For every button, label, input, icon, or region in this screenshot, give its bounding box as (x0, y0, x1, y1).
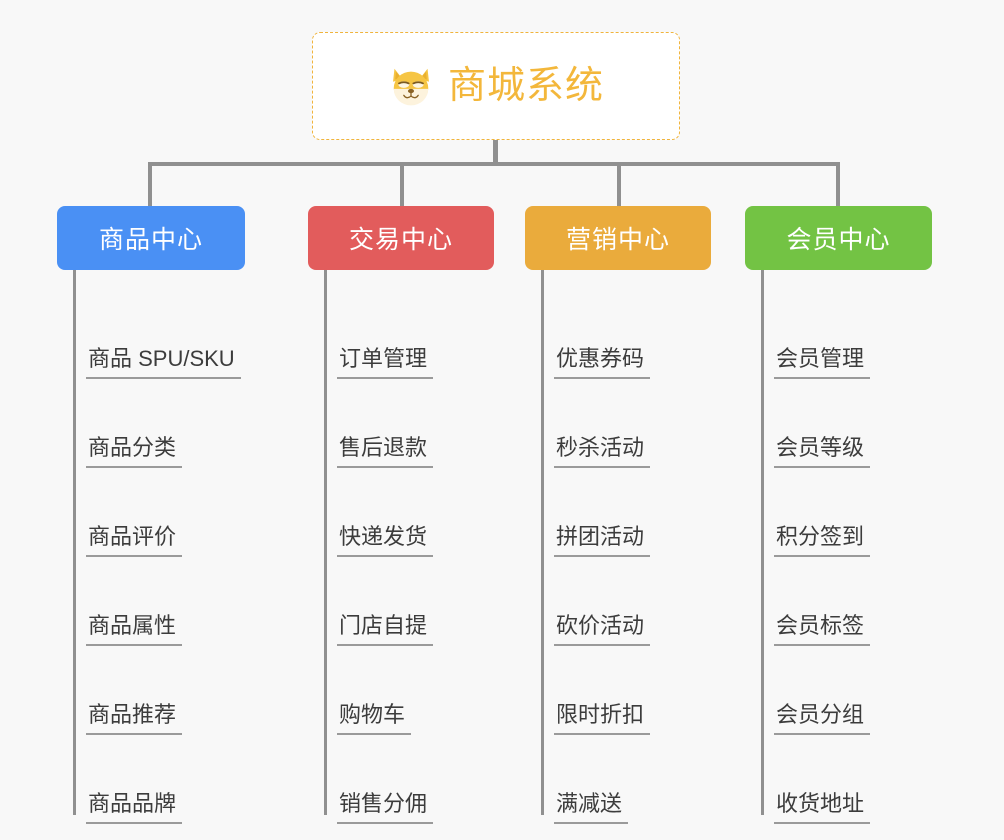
list-item-label: 会员管理 (774, 346, 871, 379)
list-item[interactable]: 收货地址 (745, 735, 932, 824)
list-item-label: 优惠券码 (554, 346, 651, 379)
root-title: 商城系统 (447, 65, 604, 107)
branch-header-marketing[interactable]: 营销中心 (525, 206, 711, 270)
list-item[interactable]: 限时折扣 (525, 646, 711, 735)
list-item[interactable]: 商品品牌 (57, 735, 245, 824)
list-item[interactable]: 会员管理 (745, 290, 932, 379)
list-item[interactable]: 商品分类 (57, 379, 245, 468)
branch-marketing: 营销中心 优惠券码 秒杀活动 拼团活动 砍价活动 限时折扣 满减送 (525, 206, 711, 824)
connector-drop-branch-2 (400, 162, 404, 206)
list-item-label: 砍价活动 (554, 613, 651, 646)
connector-horizontal-bus (148, 162, 840, 166)
connector-drop-branch-1 (148, 162, 152, 206)
branch-item-list: 商品 SPU/SKU 商品分类 商品评价 商品属性 商品推荐 商品品牌 (57, 270, 245, 824)
list-item-label: 满减送 (554, 791, 629, 824)
branch-trade: 交易中心 订单管理 售后退款 快递发货 门店自提 购物车 销售分佣 (308, 206, 494, 824)
list-item-label: 会员分组 (774, 702, 871, 735)
branch-item-list: 会员管理 会员等级 积分签到 会员标签 会员分组 收货地址 (745, 270, 932, 824)
list-item[interactable]: 会员等级 (745, 379, 932, 468)
list-item-label: 限时折扣 (554, 702, 651, 735)
list-item-label: 订单管理 (337, 346, 434, 379)
branch-item-list: 优惠券码 秒杀活动 拼团活动 砍价活动 限时折扣 满减送 (525, 270, 711, 824)
list-item-label: 秒杀活动 (554, 435, 651, 468)
branch-spine (761, 270, 764, 815)
branch-header-label: 商品中心 (98, 226, 203, 254)
list-item-label: 拼团活动 (554, 524, 651, 557)
branch-spine (73, 270, 76, 815)
connector-drop-branch-4 (836, 162, 840, 206)
list-item[interactable]: 快递发货 (308, 468, 494, 557)
list-item-label: 售后退款 (337, 435, 434, 468)
list-item-label: 商品推荐 (86, 702, 183, 735)
branch-header-label: 交易中心 (348, 226, 453, 254)
list-item[interactable]: 订单管理 (308, 290, 494, 379)
list-item[interactable]: 购物车 (308, 646, 494, 735)
branch-header-member[interactable]: 会员中心 (745, 206, 932, 270)
list-item-label: 商品评价 (86, 524, 183, 557)
list-item-label: 商品分类 (86, 435, 183, 468)
branch-header-trade[interactable]: 交易中心 (308, 206, 494, 270)
branch-products: 商品中心 商品 SPU/SKU 商品分类 商品评价 商品属性 商品推荐 商品品牌 (57, 206, 245, 824)
list-item-label: 门店自提 (337, 613, 434, 646)
dog-face-icon (393, 68, 429, 106)
list-item-label: 收货地址 (774, 791, 871, 824)
list-item-label: 商品品牌 (86, 791, 183, 824)
connector-drop-branch-3 (617, 162, 621, 206)
branch-spine (324, 270, 327, 815)
list-item[interactable]: 会员分组 (745, 646, 932, 735)
list-item-label: 购物车 (337, 702, 412, 735)
root-node-商城系统[interactable]: 商城系统 (312, 32, 680, 140)
list-item-label: 会员等级 (774, 435, 871, 468)
list-item[interactable]: 拼团活动 (525, 468, 711, 557)
list-item[interactable]: 商品推荐 (57, 646, 245, 735)
list-item[interactable]: 满减送 (525, 735, 711, 824)
list-item[interactable]: 商品属性 (57, 557, 245, 646)
list-item[interactable]: 积分签到 (745, 468, 932, 557)
list-item[interactable]: 秒杀活动 (525, 379, 711, 468)
list-item-label: 会员标签 (774, 613, 871, 646)
branch-header-products[interactable]: 商品中心 (57, 206, 245, 270)
connector-root-stem (493, 140, 498, 165)
list-item[interactable]: 门店自提 (308, 557, 494, 646)
branch-header-label: 会员中心 (786, 226, 891, 254)
branch-item-list: 订单管理 售后退款 快递发货 门店自提 购物车 销售分佣 (308, 270, 494, 824)
list-item-label: 积分签到 (774, 524, 871, 557)
branch-spine (541, 270, 544, 815)
list-item-label: 销售分佣 (337, 791, 434, 824)
list-item[interactable]: 商品 SPU/SKU (57, 290, 245, 379)
list-item[interactable]: 会员标签 (745, 557, 932, 646)
branch-member: 会员中心 会员管理 会员等级 积分签到 会员标签 会员分组 收货地址 (745, 206, 932, 824)
list-item-label: 商品属性 (86, 613, 183, 646)
list-item[interactable]: 优惠券码 (525, 290, 711, 379)
list-item[interactable]: 销售分佣 (308, 735, 494, 824)
list-item[interactable]: 售后退款 (308, 379, 494, 468)
list-item-label: 快递发货 (337, 524, 434, 557)
branch-header-label: 营销中心 (565, 226, 670, 254)
list-item[interactable]: 砍价活动 (525, 557, 711, 646)
list-item-label: 商品 SPU/SKU (86, 346, 241, 379)
list-item[interactable]: 商品评价 (57, 468, 245, 557)
